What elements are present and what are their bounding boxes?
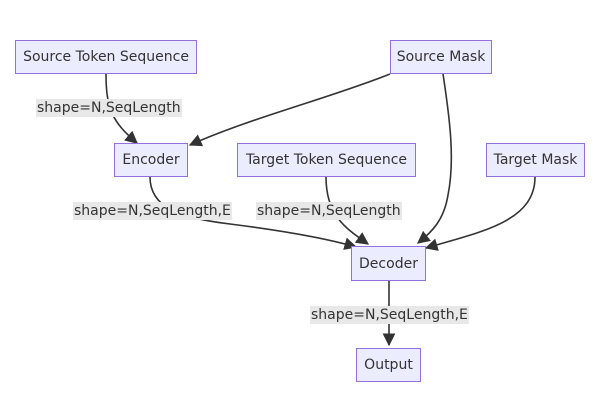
node-target-mask: Target Mask [486, 143, 585, 177]
node-target-token-sequence: Target Token Sequence [237, 143, 416, 177]
edge-source-mask-to-encoder [188, 73, 391, 147]
node-decoder: Decoder [351, 246, 426, 281]
edge-label-encoder-to-decoder: shape=N,SeqLength,E [73, 202, 232, 220]
edge-label-decoder-to-output: shape=N,SeqLength,E [310, 306, 469, 324]
edge-source-mask-to-decoder [416, 73, 453, 244]
node-source-mask: Source Mask [390, 40, 492, 74]
edge-target-mask-to-decoder [424, 176, 536, 251]
edge-label-target-tokens-to-decoder: shape=N,SeqLength [256, 202, 402, 220]
edge-label-source-tokens-to-encoder: shape=N,SeqLength [36, 99, 182, 117]
node-encoder: Encoder [114, 143, 188, 177]
node-output: Output [356, 348, 421, 382]
edge-encoder-to-decoder [149, 176, 358, 250]
node-source-token-sequence: Source Token Sequence [15, 40, 197, 74]
